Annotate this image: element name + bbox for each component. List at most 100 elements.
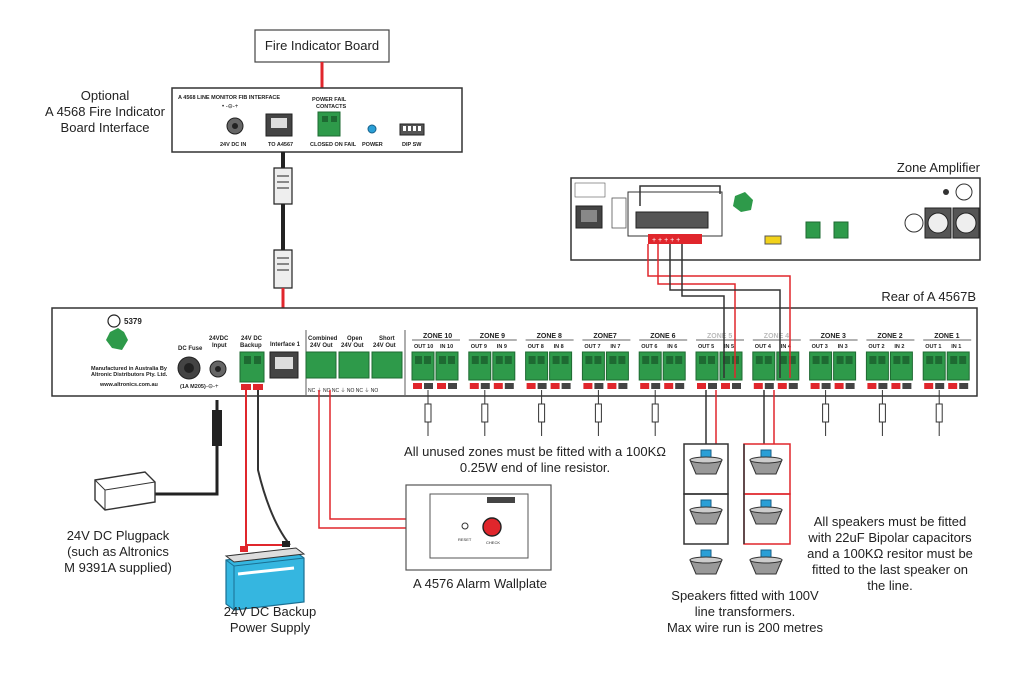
amp-to-zone-wires bbox=[639, 185, 791, 378]
reset-label: RESET bbox=[458, 537, 472, 542]
zone-out-label: OUT 9 bbox=[471, 344, 487, 350]
zone-in-label: IN 2 bbox=[894, 344, 904, 350]
zone-out-label: OUT 5 bbox=[698, 344, 714, 350]
made-by-line-1: Manufactured in Australia By bbox=[91, 366, 168, 372]
dc-symbol: • -⊖-+ bbox=[222, 104, 239, 110]
power-led-icon bbox=[367, 124, 377, 134]
zone-out-label: OUT 10 bbox=[414, 344, 433, 350]
to-a4567-label: TO A4567 bbox=[268, 142, 293, 148]
combined-terminal bbox=[305, 351, 337, 379]
speaker-icon bbox=[689, 549, 723, 575]
fire-indicator-board-box bbox=[254, 29, 390, 63]
end-of-line-resistor-icon bbox=[651, 403, 659, 423]
short-label-2: 24V Out bbox=[373, 343, 396, 349]
zone-name: ZONE7 bbox=[593, 333, 616, 340]
zone-amplifier-panel: + + + + + bbox=[570, 177, 981, 261]
zone-out-label: OUT 3 bbox=[812, 344, 828, 350]
capacitor-line-5: the line. bbox=[867, 578, 913, 593]
zone-in-label: IN 4 bbox=[781, 344, 792, 350]
optional-line-2: A 4568 Fire Indicator bbox=[45, 104, 165, 119]
optional-line-3: Board Interface bbox=[60, 120, 150, 135]
dip-switch-icon bbox=[399, 123, 425, 136]
zone-name: ZONE 10 bbox=[423, 333, 452, 340]
capacitor-line-4: fitted to the last speaker on bbox=[811, 562, 969, 577]
zone-name: ZONE 2 bbox=[877, 333, 902, 340]
speaker-icon bbox=[689, 449, 723, 475]
zone-in-label: IN 7 bbox=[610, 344, 620, 350]
open-label-2: 24V Out bbox=[341, 343, 364, 349]
fuse-rating-label: (1A M205) bbox=[180, 384, 206, 390]
unused-zones-note: All unused zones must be fitted with a 1… bbox=[390, 444, 680, 476]
zone-name: ZONE 1 bbox=[934, 333, 959, 340]
zone-name: ZONE 8 bbox=[537, 333, 562, 340]
speaker-icon bbox=[749, 549, 783, 575]
zone-block: ZONE 5 OUT 5 IN 5 bbox=[695, 333, 744, 389]
power-fail-label-1: POWER FAIL bbox=[312, 97, 347, 103]
end-of-line-resistor-icon bbox=[594, 403, 602, 423]
closed-on-fail-label: CLOSED ON FAIL bbox=[310, 142, 357, 148]
alarm-wallplate: RESET CHECK bbox=[405, 484, 552, 571]
fib-interface-panel: A 4568 LINE MONITOR FIB INTERFACE • -⊖-+… bbox=[171, 87, 463, 153]
capacitor-line-1: All speakers must be fitted bbox=[813, 514, 967, 529]
power-label: POWER bbox=[362, 142, 383, 148]
zone-amplifier-label: Zone Amplifier bbox=[896, 160, 980, 175]
speaker-icon bbox=[749, 499, 783, 525]
zone-block: ZONE 3 OUT 3 IN 3 bbox=[809, 333, 858, 436]
end-of-line-resistor-icon bbox=[424, 403, 432, 423]
optional-line-1: Optional bbox=[80, 88, 130, 103]
end-of-line-resistor-icon bbox=[822, 403, 830, 423]
unused-zones-line-1: All unused zones must be fitted with a 1… bbox=[404, 444, 666, 459]
zone-in-label: IN 10 bbox=[440, 344, 453, 350]
backup-label-2: Backup bbox=[240, 343, 262, 349]
battery-wires bbox=[245, 390, 291, 546]
input-label-1: 24VDC bbox=[209, 336, 229, 342]
speaker-caption: Speakers fitted with 100V line transform… bbox=[650, 588, 840, 636]
speaker-line-2: line transformers. bbox=[694, 604, 796, 619]
capacitor-line-2: with 22uF Bipolar capacitors bbox=[808, 530, 972, 545]
end-of-line-resistor-icon bbox=[878, 403, 886, 423]
amp-output-terminal bbox=[635, 211, 709, 229]
dc-polarity-icon: -⊖-+ bbox=[206, 384, 219, 390]
rear-panel-label: Rear of A 4567B bbox=[881, 289, 976, 304]
zone-name: ZONE 3 bbox=[821, 333, 846, 340]
wallplate-wires bbox=[318, 390, 418, 529]
speaker-line-1: Speakers fitted with 100V bbox=[671, 588, 819, 603]
rear-code: 5379 bbox=[124, 317, 142, 326]
svg-text:NC ⏚ NO NC ⏚ NO NC ⏚ NO: NC ⏚ NO NC ⏚ NO NC ⏚ NO bbox=[308, 387, 378, 394]
backup-line-2: Power Supply bbox=[229, 620, 311, 635]
zone-name: ZONE 5 bbox=[707, 333, 732, 340]
zone-in-label: IN 5 bbox=[724, 344, 734, 350]
unused-zones-line-2: 0.25W end of line resistor. bbox=[459, 460, 611, 475]
amp-terminal-2 bbox=[833, 221, 849, 239]
wallplate-brand-icon bbox=[487, 497, 515, 503]
amp-terminal-1 bbox=[805, 221, 821, 239]
c-tick-icon bbox=[107, 314, 121, 328]
end-of-line-resistor-icon bbox=[538, 403, 546, 423]
speaker-wires bbox=[683, 390, 791, 545]
backup-caption: 24V DC Backup Power Supply bbox=[210, 604, 330, 636]
fire-indicator-board-label: Fire Indicator Board bbox=[264, 38, 380, 53]
dip-sw-label: DIP SW bbox=[402, 142, 422, 148]
amp-gear-icon bbox=[955, 183, 973, 201]
zone-in-label: IN 9 bbox=[497, 344, 507, 350]
combined-label-1: Combined bbox=[308, 336, 338, 342]
dc-plug-icon bbox=[212, 410, 222, 446]
zone-in-label: IN 3 bbox=[838, 344, 848, 350]
speaker-icon bbox=[749, 449, 783, 475]
end-of-line-resistor-icon bbox=[935, 403, 943, 423]
speaker-line-3: Max wire run is 200 metres bbox=[666, 620, 824, 635]
made-by-line-2: Altronic Distributors Pty. Ltd. bbox=[91, 372, 168, 378]
xlr-socket-2-icon bbox=[955, 212, 977, 234]
check-button-icon bbox=[482, 517, 502, 537]
zone-out-label: OUT 7 bbox=[584, 344, 600, 350]
combined-label-2: 24V Out bbox=[310, 343, 333, 349]
short-terminal bbox=[371, 351, 403, 379]
check-label: CHECK bbox=[486, 540, 500, 545]
backup-line-1: 24V DC Backup bbox=[223, 604, 317, 619]
zone-out-label: OUT 8 bbox=[528, 344, 544, 350]
zone-in-label: IN 1 bbox=[951, 344, 961, 350]
